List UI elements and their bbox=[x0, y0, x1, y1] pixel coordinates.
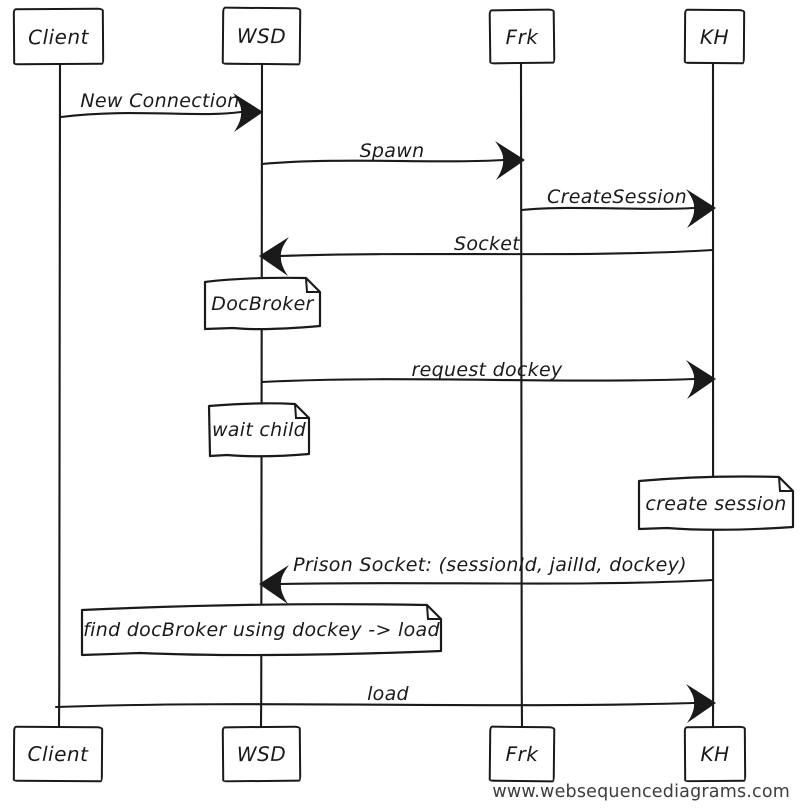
note-find-docbroker: find docBroker using dockey -> load bbox=[80, 601, 443, 659]
actor-label-frk-bottom: Frk bbox=[505, 741, 539, 767]
actor-box-kh-bottom: KH bbox=[683, 725, 747, 783]
actor-box-frk-bottom: Frk bbox=[488, 725, 556, 783]
actor-label-kh-top: KH bbox=[699, 24, 730, 49]
message-label-createsession: CreateSession bbox=[547, 186, 687, 208]
message-line-prison-socket bbox=[279, 578, 715, 586]
actor-box-client-top: Client bbox=[12, 7, 105, 66]
watermark-url: www.websequencediagrams.com bbox=[492, 782, 790, 802]
note-wait-child: wait child bbox=[207, 401, 311, 459]
note-fold-icon bbox=[778, 476, 793, 492]
actor-box-wsd-bottom: WSD bbox=[221, 725, 302, 783]
actor-label-wsd-top: WSD bbox=[236, 23, 287, 49]
lifeline-frk bbox=[519, 62, 524, 728]
note-text: wait child bbox=[211, 419, 307, 441]
actor-label-client-top: Client bbox=[27, 24, 90, 49]
message-label-socket: Socket bbox=[453, 233, 521, 255]
message-line-createsession bbox=[520, 206, 696, 212]
actor-box-wsd-top: WSD bbox=[221, 6, 302, 66]
message-label-load: load bbox=[367, 683, 409, 705]
note-shape bbox=[80, 603, 443, 657]
arrowhead-request-dockey bbox=[686, 360, 716, 399]
actor-box-kh-top: KH bbox=[683, 8, 746, 65]
note-create-session: create session bbox=[637, 474, 795, 533]
message-line-new-connection bbox=[59, 110, 243, 119]
message-line-spawn bbox=[260, 158, 505, 166]
arrowhead-load bbox=[686, 684, 716, 723]
actor-box-frk-top: Frk bbox=[488, 8, 556, 65]
message-label-new-connection: New Connection bbox=[80, 90, 240, 112]
message-line-socket bbox=[279, 248, 715, 258]
arrowhead-new-connection bbox=[233, 93, 263, 132]
note-shape bbox=[203, 276, 322, 331]
actor-box-client-bottom: Client bbox=[12, 725, 104, 783]
note-fold-icon bbox=[426, 604, 441, 620]
note-shape bbox=[637, 475, 795, 531]
note-shape bbox=[207, 402, 311, 458]
note-fold-icon bbox=[294, 403, 309, 419]
note-fold-icon bbox=[305, 277, 320, 293]
message-label-spawn: Spawn bbox=[359, 140, 425, 162]
lifeline-kh bbox=[711, 62, 715, 728]
arrowhead-createsession bbox=[686, 189, 716, 228]
actor-label-kh-bottom: KH bbox=[700, 741, 730, 767]
arrowhead-prison-socket bbox=[259, 565, 289, 604]
arrowhead-spawn bbox=[495, 141, 525, 180]
note-text: create session bbox=[645, 492, 787, 515]
arrowhead-socket bbox=[259, 237, 289, 276]
actor-label-wsd-bottom: WSD bbox=[236, 741, 287, 767]
message-label-request-dockey: request dockey bbox=[411, 359, 563, 381]
note-text: DocBroker bbox=[211, 293, 314, 315]
note-text: find docBroker using dockey -> load bbox=[83, 619, 440, 641]
note-docbroker: DocBroker bbox=[203, 276, 322, 332]
message-label-prison-socket: Prison Socket: (sessionId, jailId, docke… bbox=[293, 554, 687, 576]
actor-label-frk-top: Frk bbox=[505, 24, 539, 49]
lifeline-client bbox=[57, 62, 62, 728]
message-line-request-dockey bbox=[260, 377, 696, 384]
actor-label-client-bottom: Client bbox=[27, 741, 89, 767]
message-line-load bbox=[54, 701, 696, 709]
